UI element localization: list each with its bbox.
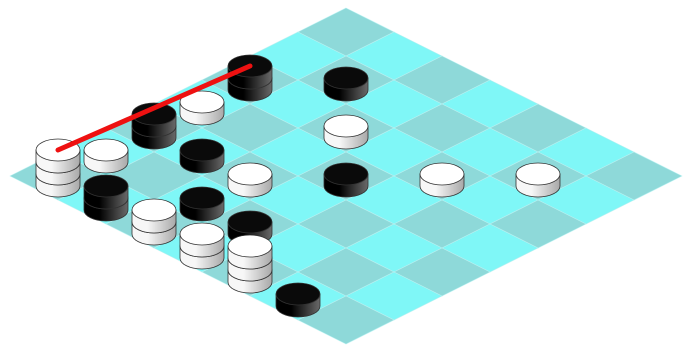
white-piece[interactable] bbox=[228, 235, 272, 269]
white-piece-top bbox=[84, 139, 128, 161]
black-piece[interactable] bbox=[84, 175, 128, 209]
white-piece[interactable] bbox=[180, 223, 224, 257]
white-piece-top bbox=[228, 235, 272, 257]
piece-stack-4-2[interactable] bbox=[420, 163, 464, 197]
white-piece[interactable] bbox=[228, 163, 272, 197]
piece-stack-5-1[interactable] bbox=[516, 163, 560, 197]
black-piece-top bbox=[180, 187, 224, 209]
white-piece[interactable] bbox=[132, 199, 176, 233]
white-piece-top bbox=[324, 115, 368, 137]
white-piece[interactable] bbox=[516, 163, 560, 197]
white-piece-top bbox=[132, 199, 176, 221]
black-piece-top bbox=[228, 211, 272, 233]
piece-stack-1-4[interactable] bbox=[180, 139, 224, 173]
piece-stack-2-6[interactable] bbox=[132, 199, 176, 245]
white-piece-top bbox=[180, 223, 224, 245]
black-piece[interactable] bbox=[180, 139, 224, 173]
white-piece[interactable] bbox=[84, 139, 128, 173]
piece-stack-3-6[interactable] bbox=[180, 223, 224, 269]
white-piece[interactable] bbox=[420, 163, 464, 197]
black-piece-top bbox=[324, 163, 368, 185]
black-piece-top bbox=[324, 67, 368, 89]
piece-stack-5-6[interactable] bbox=[276, 283, 320, 317]
black-piece[interactable] bbox=[276, 283, 320, 317]
white-piece-top bbox=[516, 163, 560, 185]
piece-stack-0-5[interactable] bbox=[84, 139, 128, 173]
piece-stack-3-3[interactable] bbox=[324, 163, 368, 197]
piece-stack-2-4[interactable] bbox=[228, 163, 272, 197]
piece-stack-1-1[interactable] bbox=[324, 67, 368, 101]
black-piece-top bbox=[276, 283, 320, 305]
white-piece-top bbox=[420, 163, 464, 185]
piece-stack-4-6[interactable] bbox=[228, 235, 272, 293]
black-piece-top bbox=[84, 175, 128, 197]
black-piece[interactable] bbox=[180, 187, 224, 221]
black-piece[interactable] bbox=[324, 163, 368, 197]
black-piece[interactable] bbox=[324, 67, 368, 101]
piece-stack-2-5[interactable] bbox=[180, 187, 224, 221]
white-piece[interactable] bbox=[324, 115, 368, 149]
piece-stack-0-2[interactable] bbox=[228, 55, 272, 101]
black-piece-top bbox=[180, 139, 224, 161]
white-piece-top bbox=[228, 163, 272, 185]
piece-stack-1-6[interactable] bbox=[84, 175, 128, 221]
piece-stack-2-2[interactable] bbox=[324, 115, 368, 149]
